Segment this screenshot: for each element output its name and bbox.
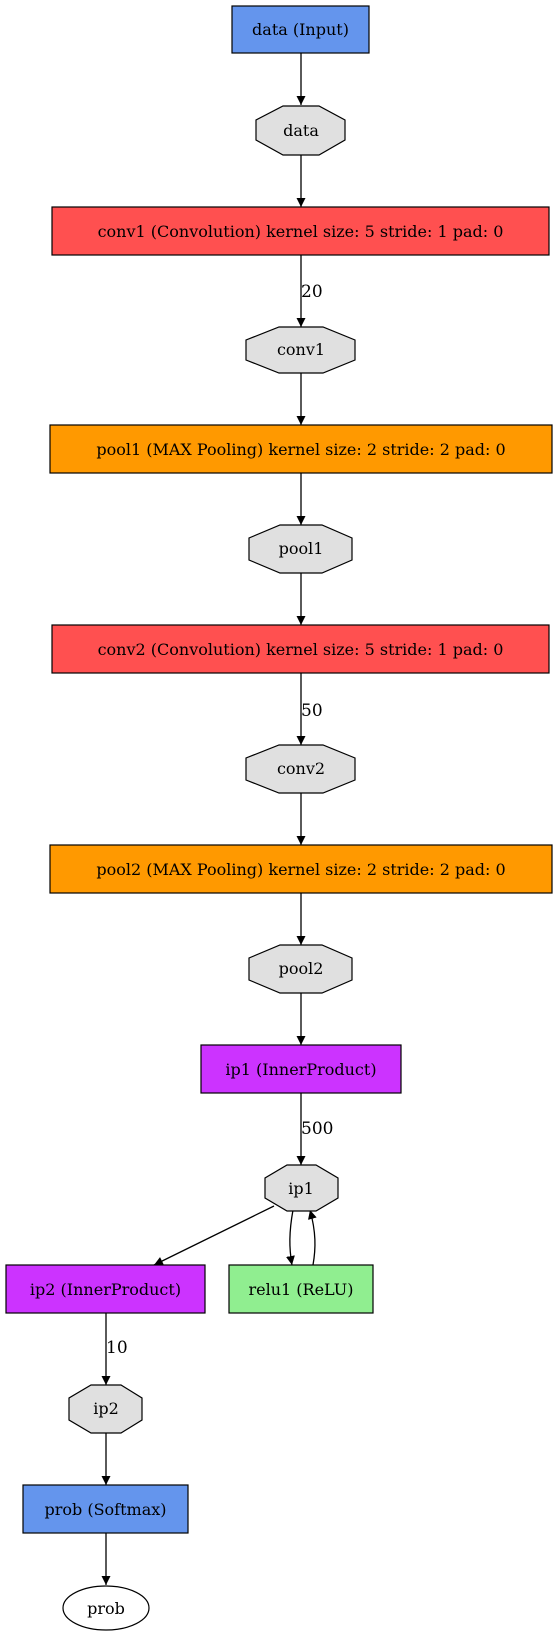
layer-label-ip1: ip1 (InnerProduct): [225, 1060, 376, 1079]
edge-label-conv2: 50: [301, 701, 323, 721]
blob-shape-ip1: [264, 1164, 339, 1212]
edges: [101, 53, 317, 1585]
blob-label-ip1: ip1: [288, 1179, 314, 1198]
layer-node-ip2[interactable]: ip2 (InnerProduct): [5, 1264, 206, 1314]
layer-node-ip1[interactable]: ip1 (InnerProduct): [200, 1044, 402, 1094]
layer-node-pool2[interactable]: pool2 (MAX Pooling) kernel size: 2 strid…: [49, 844, 553, 894]
blob-label-data: data: [283, 121, 319, 140]
blob-node-prob[interactable]: prob: [62, 1585, 150, 1631]
blob-shape-ip2: [68, 1384, 143, 1434]
layer-box-prob: [22, 1484, 189, 1534]
blob-node-pool2[interactable]: pool2: [248, 944, 353, 994]
layer-box-pool2: [49, 844, 553, 894]
layer-box-conv2: [51, 624, 550, 674]
edge-labels: 20 50 500 10: [106, 282, 333, 1358]
blob-shape-prob: [62, 1585, 150, 1631]
edge-ip1-blob-to-relu1-layer: [286, 1209, 295, 1266]
layer-label-pool1: pool1 (MAX Pooling) kernel size: 2 strid…: [96, 440, 505, 459]
edge-label-ip2: 10: [106, 1338, 128, 1358]
blob-label-pool2: pool2: [279, 959, 324, 978]
blob-shape-conv1: [245, 326, 356, 374]
blob-node-conv1[interactable]: conv1: [245, 326, 356, 374]
layer-node-conv2[interactable]: conv2 (Convolution) kernel size: 5 strid…: [51, 624, 550, 674]
blob-node-pool1[interactable]: pool1: [248, 524, 353, 574]
nodes: data (Input) data conv1 (Convolution) ke…: [5, 5, 553, 1631]
blob-shape-pool2: [248, 944, 353, 994]
blob-shape-pool1: [248, 524, 353, 574]
blob-node-ip2[interactable]: ip2: [68, 1384, 143, 1434]
layer-box-ip2: [5, 1264, 206, 1314]
blob-node-data[interactable]: data: [255, 105, 346, 156]
layer-node-relu1[interactable]: relu1 (ReLU): [228, 1264, 374, 1314]
edge-ip1-blob-to-ip2-layer: [153, 1205, 275, 1266]
edge-label-ip1: 500: [301, 1119, 333, 1139]
layer-node-pool1[interactable]: pool1 (MAX Pooling) kernel size: 2 strid…: [49, 424, 553, 474]
layer-node-data[interactable]: data (Input): [231, 5, 370, 54]
layer-box-ip1: [200, 1044, 402, 1094]
blob-label-conv2: conv2: [277, 759, 325, 778]
layer-node-prob[interactable]: prob (Softmax): [22, 1484, 189, 1534]
blob-node-ip1[interactable]: ip1: [264, 1164, 339, 1212]
layer-box-conv1: [51, 206, 550, 256]
layer-label-conv2: conv2 (Convolution) kernel size: 5 strid…: [98, 640, 504, 659]
layer-label-conv1: conv1 (Convolution) kernel size: 5 strid…: [98, 222, 504, 241]
blob-label-pool1: pool1: [279, 539, 324, 558]
blob-shape-conv2: [245, 744, 356, 794]
blob-label-prob: prob: [87, 1599, 125, 1618]
layer-box-relu1: [228, 1264, 374, 1314]
blob-shape-data: [255, 105, 346, 156]
layer-label-data: data (Input): [252, 20, 349, 39]
blob-label-conv1: conv1: [277, 340, 325, 359]
layer-box-pool1: [49, 424, 553, 474]
layer-label-prob: prob (Softmax): [44, 1500, 166, 1519]
blob-label-ip2: ip2: [93, 1399, 119, 1418]
blob-node-conv2[interactable]: conv2: [245, 744, 356, 794]
layer-label-relu1: relu1 (ReLU): [248, 1280, 353, 1299]
edge-label-conv1: 20: [301, 282, 323, 302]
edge-relu1-layer-to-ip1-blob: [308, 1209, 317, 1266]
layer-label-ip2: ip2 (InnerProduct): [30, 1280, 181, 1299]
layer-node-conv1[interactable]: conv1 (Convolution) kernel size: 5 strid…: [51, 206, 550, 256]
layer-label-pool2: pool2 (MAX Pooling) kernel size: 2 strid…: [96, 860, 505, 879]
layer-box-data: [231, 5, 370, 54]
